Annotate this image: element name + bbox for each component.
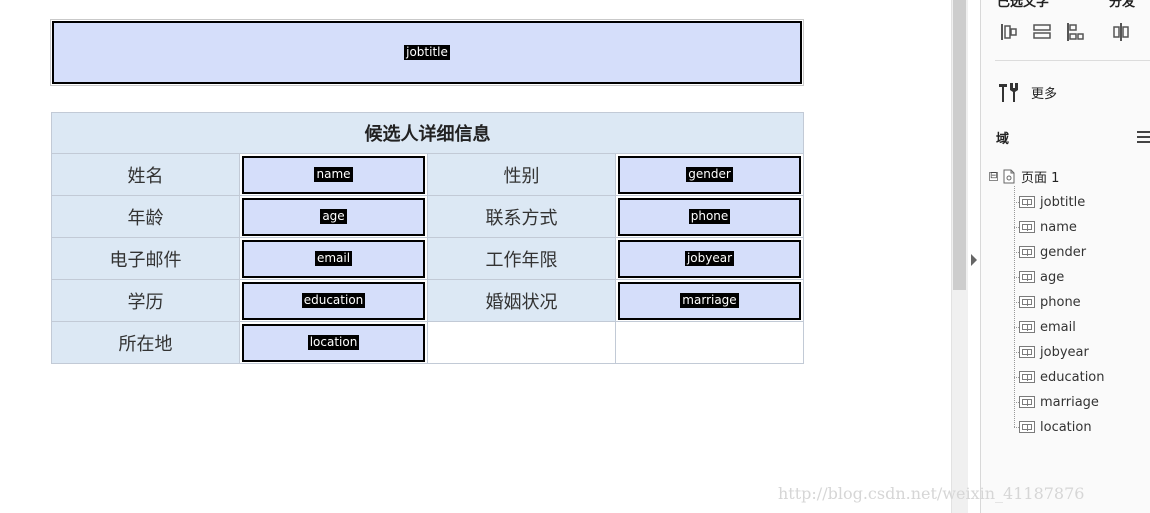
- text-field-icon: [1019, 346, 1035, 358]
- tree-item-label: jobyear: [1040, 344, 1089, 360]
- tree-item-label: age: [1040, 269, 1065, 285]
- jobtitle-form-field[interactable]: jobtitle: [50, 19, 804, 86]
- jobyear-form-field[interactable]: jobyear: [618, 239, 801, 278]
- tree-root-page[interactable]: ⊟ 页面 1: [989, 167, 1059, 186]
- label-contact: 联系方式: [485, 207, 558, 229]
- name-form-field[interactable]: name: [242, 155, 425, 194]
- gender-form-field[interactable]: gender: [618, 155, 801, 194]
- table-row: 学历 education 婚姻状况 marriage: [51, 279, 804, 322]
- collapse-tree-icon[interactable]: ⊟: [989, 171, 998, 181]
- tree-item-label: gender: [1040, 244, 1087, 260]
- tree-item-phone[interactable]: phone: [1014, 293, 1081, 311]
- table-row: 年龄 age 联系方式 phone: [51, 195, 804, 238]
- text-field-icon: [1019, 246, 1035, 258]
- candidate-info-table: 候选人详细信息 姓名 name 性别 gender 年龄 age 联系方式 ph…: [51, 112, 804, 364]
- tree-item-label: marriage: [1040, 394, 1099, 410]
- tree-item-education[interactable]: education: [1014, 368, 1105, 386]
- tree-item-label: jobtitle: [1040, 194, 1086, 210]
- tree-item-name[interactable]: name: [1014, 218, 1077, 236]
- label-location: 所在地: [118, 333, 173, 355]
- hamburger-menu-icon[interactable]: [1137, 131, 1150, 146]
- label-age: 年龄: [127, 207, 164, 229]
- tree-item-label: location: [1040, 419, 1092, 435]
- label-education: 学历: [127, 291, 164, 313]
- empty-cell: [427, 321, 616, 364]
- tree-item-label: education: [1040, 369, 1105, 385]
- table-title-row: 候选人详细信息: [51, 112, 804, 154]
- table-row: 电子邮件 email 工作年限 jobyear: [51, 237, 804, 280]
- text-field-icon: [1019, 421, 1035, 433]
- education-form-field[interactable]: education: [242, 281, 425, 320]
- text-field-icon: [1019, 221, 1035, 233]
- fields-side-panel: 已选文字 分发 更多 域 ⊟ 页面 1: [981, 0, 1150, 513]
- field-name-tag: education: [301, 293, 366, 308]
- field-name-tag: jobyear: [684, 251, 735, 266]
- field-name-tag: jobtitle: [404, 45, 450, 60]
- field-name-tag: email: [314, 251, 353, 266]
- more-label: 更多: [1031, 86, 1058, 102]
- marriage-form-field[interactable]: marriage: [618, 281, 801, 320]
- phone-form-field[interactable]: phone: [618, 197, 801, 236]
- label-marriage: 婚姻状况: [485, 291, 558, 313]
- tree-item-marriage[interactable]: marriage: [1014, 393, 1099, 411]
- tree-item-gender[interactable]: gender: [1014, 243, 1086, 261]
- vertical-scrollbar-thumb[interactable]: [953, 0, 966, 290]
- empty-cell: [615, 321, 804, 364]
- tree-item-email[interactable]: email: [1014, 318, 1076, 336]
- panel-divider-line: [995, 60, 1150, 61]
- tree-root-label: 页面 1: [1021, 171, 1060, 186]
- table-row: 姓名 name 性别 gender: [51, 153, 804, 196]
- field-name-tag: marriage: [680, 293, 739, 308]
- email-form-field[interactable]: email: [242, 239, 425, 278]
- align-vertical-icon[interactable]: [1111, 22, 1131, 42]
- tree-item-jobyear[interactable]: jobyear: [1014, 343, 1089, 361]
- panel-header-partial: 已选文字: [997, 0, 1050, 9]
- fields-section-title: 域: [996, 132, 1010, 147]
- table-title: 候选人详细信息: [364, 124, 491, 145]
- text-field-icon: [1019, 196, 1035, 208]
- tree-item-age[interactable]: age: [1014, 268, 1064, 286]
- panel-divider: [980, 0, 981, 513]
- label-gender: 性别: [503, 165, 540, 187]
- collapse-panel-arrow-icon[interactable]: [971, 254, 977, 266]
- field-name-tag: location: [307, 335, 360, 350]
- text-field-icon: [1019, 371, 1035, 383]
- more-tools-button[interactable]: 更多: [997, 80, 1057, 104]
- label-email: 电子邮件: [109, 249, 182, 271]
- page-icon: [1003, 169, 1015, 184]
- tree-connector: [1014, 186, 1015, 427]
- label-name: 姓名: [127, 165, 164, 187]
- label-work-years: 工作年限: [485, 249, 558, 271]
- field-name-tag: phone: [688, 209, 731, 224]
- tree-item-label: name: [1040, 219, 1077, 235]
- field-name-tag: gender: [686, 167, 733, 182]
- text-field-icon: [1019, 296, 1035, 308]
- align-center-icon[interactable]: [1032, 22, 1052, 42]
- distribute-icon[interactable]: [1065, 22, 1085, 42]
- table-row: 所在地 location: [51, 321, 804, 364]
- watermark-text: http://blog.csdn.net/weixin_41187876: [778, 484, 1085, 503]
- field-name-tag: name: [314, 167, 353, 182]
- align-left-icon[interactable]: [999, 22, 1019, 42]
- tree-item-label: phone: [1040, 294, 1081, 310]
- text-field-icon: [1019, 271, 1035, 283]
- more-tools-icon: [999, 83, 1018, 102]
- field-name-tag: age: [320, 209, 347, 224]
- text-field-icon: [1019, 321, 1035, 333]
- tree-item-jobtitle[interactable]: jobtitle: [1014, 193, 1085, 211]
- location-form-field[interactable]: location: [242, 323, 425, 362]
- tree-item-label: email: [1040, 319, 1076, 335]
- tree-item-location[interactable]: location: [1014, 418, 1092, 436]
- age-form-field[interactable]: age: [242, 197, 425, 236]
- text-field-icon: [1019, 396, 1035, 408]
- panel-header-partial-right: 分发: [1109, 0, 1136, 9]
